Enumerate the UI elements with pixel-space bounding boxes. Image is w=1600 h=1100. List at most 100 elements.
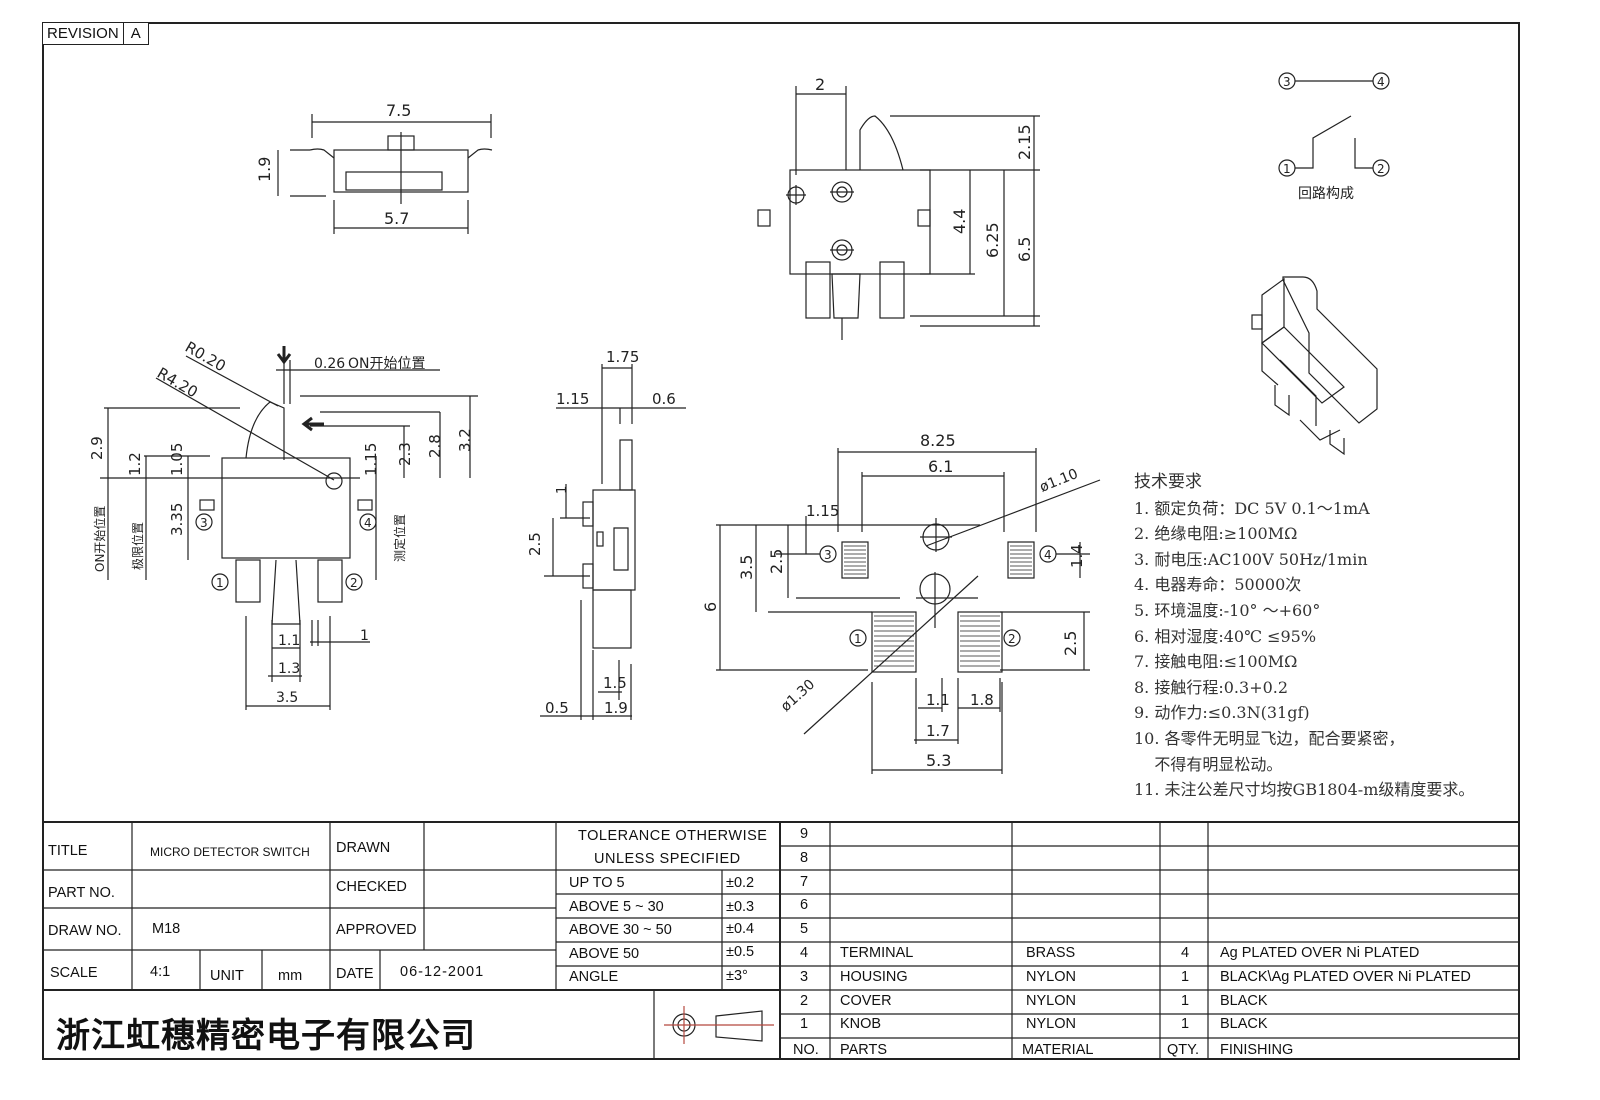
label-limit-position: 极限位置	[130, 522, 145, 570]
tech-item: 8. 接触行程:0.3+0.2	[1134, 677, 1289, 697]
terminal-1-label: 1	[216, 576, 224, 590]
tech-item: 不得有明显松动。	[1134, 754, 1283, 774]
dim-1.9: 1.9	[255, 157, 274, 182]
technical-requirements: 技术要求 1. 额定负荷：DC 5V 0.1～1mA 2. 绝缘电阻:≥100M…	[1134, 470, 1474, 803]
draw-no-value: M18	[152, 921, 181, 937]
unit-label: UNIT	[210, 968, 244, 984]
tolerance-range: ABOVE 5 ~ 30	[569, 899, 664, 915]
top-view: 7.5 1.9 5.7	[255, 101, 493, 234]
dim-2: 2	[815, 75, 825, 94]
dim-3.35: 3.35	[168, 503, 186, 536]
dim-1.4: 1.4	[1068, 544, 1086, 568]
circuit-caption: 回路构成	[1298, 186, 1354, 202]
bom-row-no: 4	[800, 945, 809, 961]
bom-row-qty: 1	[1181, 992, 1190, 1009]
tolerance-value: ±0.3	[726, 899, 755, 915]
bom-header-finishing: FINISHING	[1220, 1042, 1294, 1058]
dim-r0.20: R0.20	[182, 338, 229, 376]
tolerance-value: ±0.2	[726, 875, 755, 891]
bom-row-part: HOUSING	[840, 968, 908, 985]
date-value: 06-12-2001	[400, 964, 485, 980]
bom-header-parts: PARTS	[840, 1042, 888, 1058]
pcb-layout: 8.25 6.1 ø1.10 ø1.30 3 4 1 2 6 3.5	[701, 431, 1101, 774]
dim-0.26: 0.26	[314, 356, 345, 372]
bom-row-no: 1	[800, 1016, 809, 1033]
dim-8.25: 8.25	[920, 431, 956, 450]
dim-1: 1	[360, 628, 369, 644]
terminal-4-label: 4	[364, 516, 372, 530]
tolerance-value: ±0.4	[726, 921, 755, 937]
tolerance-range: ABOVE 50	[569, 946, 640, 962]
title-value: MICRO DETECTOR SWITCH	[150, 845, 310, 859]
tolerance-range: ABOVE 30 ~ 50	[569, 922, 672, 938]
dim-1.1: 1.1	[278, 633, 300, 649]
drawn-label: DRAWN	[336, 840, 391, 856]
revision-value: A	[130, 25, 141, 42]
dim-2.3: 2.3	[396, 442, 414, 466]
revision-box: REVISION A	[42, 22, 149, 45]
bom-row-no: 5	[800, 921, 809, 938]
isometric-view	[1251, 276, 1378, 456]
tolerance-value: ±0.5	[726, 944, 755, 960]
bom-row-finishing: BLACK\Ag PLATED OVER Ni PLATED	[1220, 968, 1471, 985]
dim-0.6: 0.6	[652, 390, 676, 408]
circuit-terminal-4: 4	[1377, 75, 1385, 89]
dim-dia-1.30: ø1.30	[778, 676, 818, 714]
bom-row-finishing: Ag PLATED OVER Ni PLATED	[1220, 945, 1420, 961]
tech-item: 6. 相对湿度:40℃ ≤95%	[1134, 626, 1317, 646]
dim-3.2: 3.2	[456, 428, 474, 452]
dim-5.7: 5.7	[384, 209, 409, 228]
scale-value: 4:1	[150, 964, 171, 980]
dim-3.5: 3.5	[276, 690, 298, 706]
pcb-terminal-4: 4	[1044, 548, 1052, 562]
dim-6.1: 6.1	[928, 457, 953, 476]
bom-row-part: KNOB	[840, 1016, 882, 1033]
bom-row-material: BRASS	[1026, 945, 1076, 961]
circuit-terminal-3: 3	[1283, 75, 1291, 89]
bom-header-qty: QTY.	[1167, 1042, 1199, 1058]
terminal-3-label: 3	[200, 516, 208, 530]
projection-symbol	[664, 1006, 774, 1044]
unit-value: mm	[278, 968, 303, 984]
bom-row-part: TERMINAL	[840, 945, 914, 961]
dim-1.15: 1.15	[362, 443, 380, 476]
dim-0.5: 0.5	[545, 699, 569, 717]
bom-row-no: 2	[800, 992, 809, 1009]
dim-1.9-narrow: 1.9	[604, 699, 628, 717]
part-no-label: PART NO.	[48, 885, 115, 901]
dim-1.7: 1.7	[926, 722, 950, 740]
tech-item: 3. 耐电压:AC100V 50Hz/1min	[1134, 549, 1368, 569]
dim-1-narrow: 1	[555, 486, 570, 494]
bom-row-material: NYLON	[1026, 1016, 1076, 1033]
pcb-terminal-3: 3	[824, 548, 832, 562]
tech-item: 1. 额定负荷：DC 5V 0.1～1mA	[1134, 498, 1370, 518]
dim-4.4: 4.4	[950, 209, 969, 234]
dim-1.15-pcb: 1.15	[806, 502, 839, 520]
circuit-diagram: 3 4 1 2 回路构成	[1278, 72, 1390, 202]
title-block-grid	[42, 821, 1520, 1060]
approved-label: APPROVED	[336, 922, 417, 938]
tech-item: 2. 绝缘电阻:≥100MΩ	[1134, 524, 1298, 544]
terminal-2-label: 2	[350, 576, 358, 590]
dim-dia-1.10: ø1.10	[1038, 466, 1081, 496]
draw-no-label: DRAW NO.	[48, 923, 122, 939]
tech-item: 10. 各零件无明显飞边，配合要紧密，	[1134, 728, 1405, 748]
tech-item: 5. 环境温度:-10° ～+60°	[1134, 600, 1321, 620]
dim-1.8: 1.8	[970, 691, 994, 709]
bom-row-no: 7	[800, 873, 809, 890]
checked-label: CHECKED	[336, 879, 407, 895]
tolerance-header-2: UNLESS SPECIFIED	[594, 851, 741, 867]
bom-row-material: NYLON	[1026, 992, 1076, 1009]
dim-2.8: 2.8	[426, 434, 444, 458]
label-measure-position: 测定位置	[392, 514, 407, 562]
dim-1.2: 1.2	[126, 452, 144, 476]
bom-row-no: 8	[800, 849, 809, 866]
tech-item: 11. 未注公差尺寸均按GB1804-m级精度要求。	[1134, 780, 1475, 800]
revision-label: REVISION	[43, 23, 124, 44]
bom-header-material: MATERIAL	[1022, 1042, 1094, 1058]
dim-2.5-pcb-left: 2.5	[767, 549, 786, 574]
circuit-terminal-1: 1	[1283, 162, 1291, 176]
dim-7.5: 7.5	[386, 101, 411, 120]
dim-1.3: 1.3	[278, 661, 300, 677]
dim-6.25: 6.25	[983, 222, 1002, 258]
